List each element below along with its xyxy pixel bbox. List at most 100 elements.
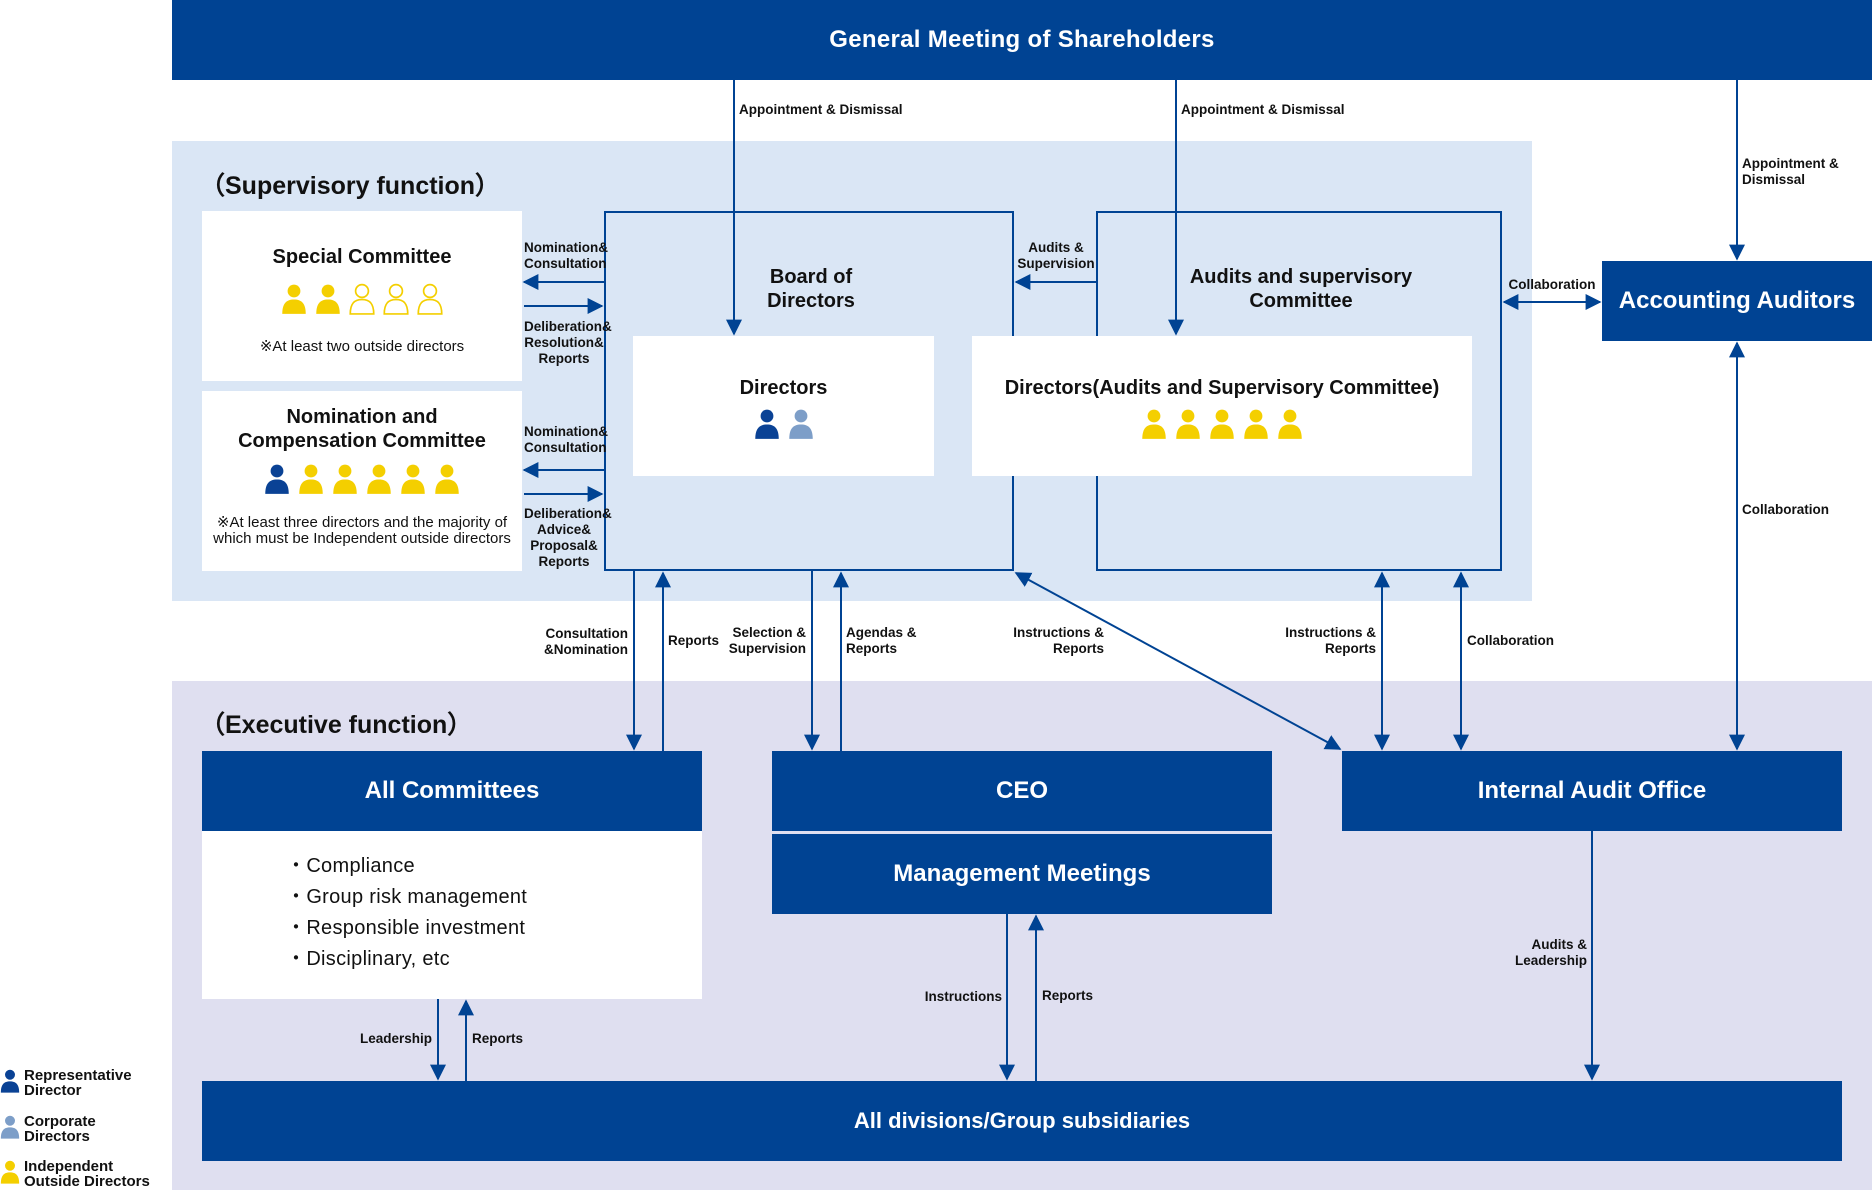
label-instructions-reports-1-line1: Instructions & — [1013, 625, 1104, 640]
label-appointment-3: Appointment & Dismissal — [1742, 156, 1839, 188]
divisions-box: All divisions/Group subsidiaries — [202, 1081, 1842, 1161]
independent-director-icon — [298, 463, 324, 495]
special-committee-note: ※At least two outside directors — [259, 338, 465, 355]
independent-outline-director-icon — [349, 283, 375, 315]
independent-outline-director-icon — [383, 283, 409, 315]
audit-committee-title: Audits and supervisory Committee — [1098, 265, 1504, 313]
label-audits-supervision: Audits & Supervision — [1016, 240, 1096, 272]
ceo-title: CEO — [995, 777, 1048, 804]
special-committee-box: Special Committee ※At least two outside … — [202, 211, 522, 381]
label-deliberation-1-line2: Resolution& — [524, 335, 604, 350]
internal-audit-box: Internal Audit Office — [1342, 751, 1842, 831]
legend-representative-line2: Director — [24, 1082, 82, 1099]
independent-director-icon — [281, 283, 307, 315]
label-deliberation-1: Deliberation& Resolution& Reports — [524, 319, 612, 367]
label-nomination-consultation-1-line1: Nomination& — [524, 240, 608, 255]
nomination-committee-title-line1: Nomination and — [286, 406, 438, 428]
label-appointment-2: Appointment & Dismissal — [1181, 102, 1345, 117]
label-collaboration-audit: Collaboration — [1467, 633, 1554, 648]
nomination-committee-title-line2: Compensation Committee — [238, 430, 486, 452]
nomination-committee-title: Nomination and Compensation Committee — [202, 405, 522, 453]
legend-independent-line1: Independent — [24, 1158, 114, 1175]
committee-item: Compliance — [286, 851, 527, 882]
label-selection-supervision: Selection & Supervision — [706, 625, 806, 657]
label-deliberation-1-line3: Reports — [538, 351, 590, 366]
label-agendas-reports-line1: Agendas & — [846, 625, 917, 640]
legend-item-independent: Independent Outside Directors — [0, 1159, 150, 1189]
representative-director-icon — [0, 1068, 20, 1094]
audit-committee-title-line1: Audits and supervisory — [1189, 266, 1413, 288]
label-deliberation-2-line3: Proposal& — [530, 538, 598, 553]
label-consultation-nomination-line2: &Nomination — [544, 642, 628, 657]
legend-corporate-line2: Directors — [24, 1128, 90, 1145]
internal-audit-title: Internal Audit Office — [1477, 777, 1707, 804]
independent-director-icon — [1209, 408, 1235, 440]
representative-director-icon — [754, 408, 780, 440]
audit-committee-title-line2: Committee — [1249, 290, 1353, 312]
label-reports-1: Reports — [668, 633, 720, 648]
management-meetings-title: Management Meetings — [893, 860, 1151, 887]
representative-director-icon — [264, 463, 290, 495]
label-deliberation-2: Deliberation& Advice& Proposal& Reports — [524, 506, 612, 570]
label-reports-3: Reports — [1042, 988, 1094, 1003]
legend-corporate-line1: Corporate — [24, 1113, 96, 1130]
board-title-line2: Directors — [767, 290, 855, 312]
committee-item: Responsible investment — [286, 913, 527, 944]
label-agendas-reports-line2: Reports — [846, 641, 898, 656]
corporate-director-icon — [788, 408, 814, 440]
label-audits-supervision-line1: Audits & — [1028, 240, 1084, 255]
nomination-committee-note-line2: which must be Independent outside direct… — [213, 530, 511, 547]
nomination-committee-note: ※At least three directors and the majori… — [202, 515, 522, 547]
label-instructions: Instructions — [924, 989, 1002, 1004]
label-instructions-reports-1-line2: Reports — [1052, 641, 1104, 656]
board-title: Board of Directors — [706, 265, 916, 313]
label-audits-leadership-line1: Audits & — [1531, 937, 1588, 952]
independent-director-icon — [366, 463, 392, 495]
audit-directors-box: Directors(Audits and Supervisory Committ… — [972, 336, 1472, 476]
accounting-auditors-title: Accounting Auditors — [1618, 287, 1856, 314]
special-committee-title: Special Committee — [272, 246, 452, 268]
label-nomination-consultation-1-line2: Consultation — [524, 256, 607, 271]
label-instructions-reports-2: Instructions & Reports — [1276, 625, 1376, 657]
label-instructions-reports-2-line1: Instructions & — [1285, 625, 1376, 640]
independent-director-icon — [1277, 408, 1303, 440]
audit-directors-members — [972, 408, 1472, 440]
directors-box: Directors — [633, 336, 934, 476]
independent-outline-director-icon — [417, 283, 443, 315]
general-meeting-title: General Meeting of Shareholders — [829, 26, 1215, 53]
divisions-title: All divisions/Group subsidiaries — [853, 1108, 1191, 1133]
directors-title: Directors — [739, 377, 828, 399]
independent-director-icon — [0, 1159, 20, 1185]
directors-members — [633, 408, 934, 440]
all-committees-header: All Committees — [202, 751, 702, 831]
board-title-line1: Board of — [769, 266, 853, 288]
label-deliberation-2-line4: Reports — [538, 554, 590, 569]
nomination-committee-members — [202, 463, 522, 495]
label-nomination-consultation-2: Nomination& Consultation — [524, 424, 608, 456]
audit-directors-title: Directors(Audits and Supervisory Committ… — [1004, 377, 1440, 399]
accounting-auditors-box: Accounting Auditors — [1602, 261, 1872, 341]
label-consultation-nomination: Consultation &Nomination — [528, 626, 628, 658]
committee-item: Disciplinary, etc — [286, 944, 527, 975]
label-reports-2: Reports — [472, 1031, 524, 1046]
label-audits-leadership-line2: Leadership — [1514, 953, 1587, 968]
label-appointment-3-line2: Dismissal — [1742, 172, 1806, 187]
independent-director-icon — [400, 463, 426, 495]
nomination-committee-note-line1: ※At least three directors and the majori… — [216, 514, 508, 531]
independent-director-icon — [1175, 408, 1201, 440]
all-committees-list: Compliance Group risk management Respons… — [286, 851, 527, 975]
nomination-committee-box: Nomination and Compensation Committee ※A… — [202, 391, 522, 571]
label-instructions-reports-2-line2: Reports — [1324, 641, 1376, 656]
label-appointment-1: Appointment & Dismissal — [739, 102, 903, 117]
independent-director-icon — [434, 463, 460, 495]
label-audits-leadership: Audits & Leadership — [1487, 937, 1587, 969]
independent-director-icon — [1141, 408, 1167, 440]
special-committee-members — [202, 283, 522, 315]
label-selection-supervision-line1: Selection & — [732, 625, 806, 640]
corporate-director-icon — [0, 1114, 20, 1140]
legend-independent-line2: Outside Directors — [24, 1173, 150, 1190]
label-nomination-consultation-2-line1: Nomination& — [524, 424, 608, 439]
ceo-box: CEO — [772, 751, 1272, 831]
independent-director-icon — [332, 463, 358, 495]
all-committees-title: All Committees — [364, 777, 540, 804]
